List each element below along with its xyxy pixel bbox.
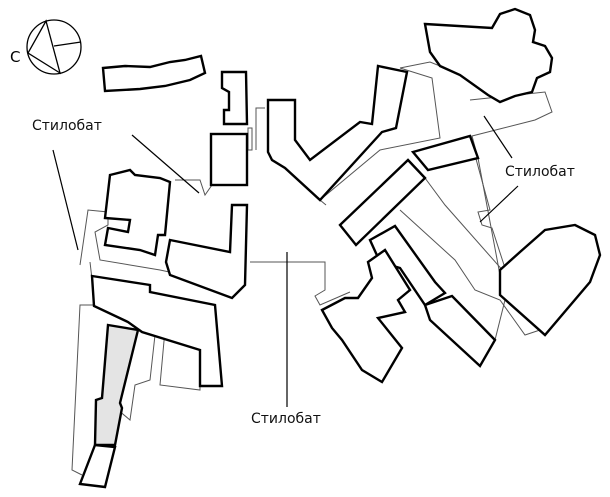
building-highlighted xyxy=(93,323,140,447)
building-south-t xyxy=(320,248,412,384)
building-box xyxy=(209,132,249,187)
building-east-small xyxy=(410,134,480,172)
building-south-small xyxy=(423,294,497,368)
building-southeast xyxy=(498,223,602,337)
building-west-upper xyxy=(103,168,172,257)
building-northeast xyxy=(423,7,554,104)
leader-lines xyxy=(52,115,519,407)
label-stylobate-east: Стилобат xyxy=(505,164,575,180)
building-tower xyxy=(220,70,249,126)
compass xyxy=(26,19,82,75)
building-west-l xyxy=(90,274,224,388)
building-south-strip xyxy=(78,443,117,489)
building-west-mid xyxy=(164,203,249,300)
label-stylobate-south: Стилобат xyxy=(251,411,321,427)
building-bar-north xyxy=(101,54,207,93)
buildings xyxy=(78,7,602,489)
building-east-long xyxy=(338,158,427,247)
building-diagonal xyxy=(266,64,409,202)
label-stylobate-west: Стилобат xyxy=(32,118,102,134)
compass-north-letter: С xyxy=(10,48,20,66)
